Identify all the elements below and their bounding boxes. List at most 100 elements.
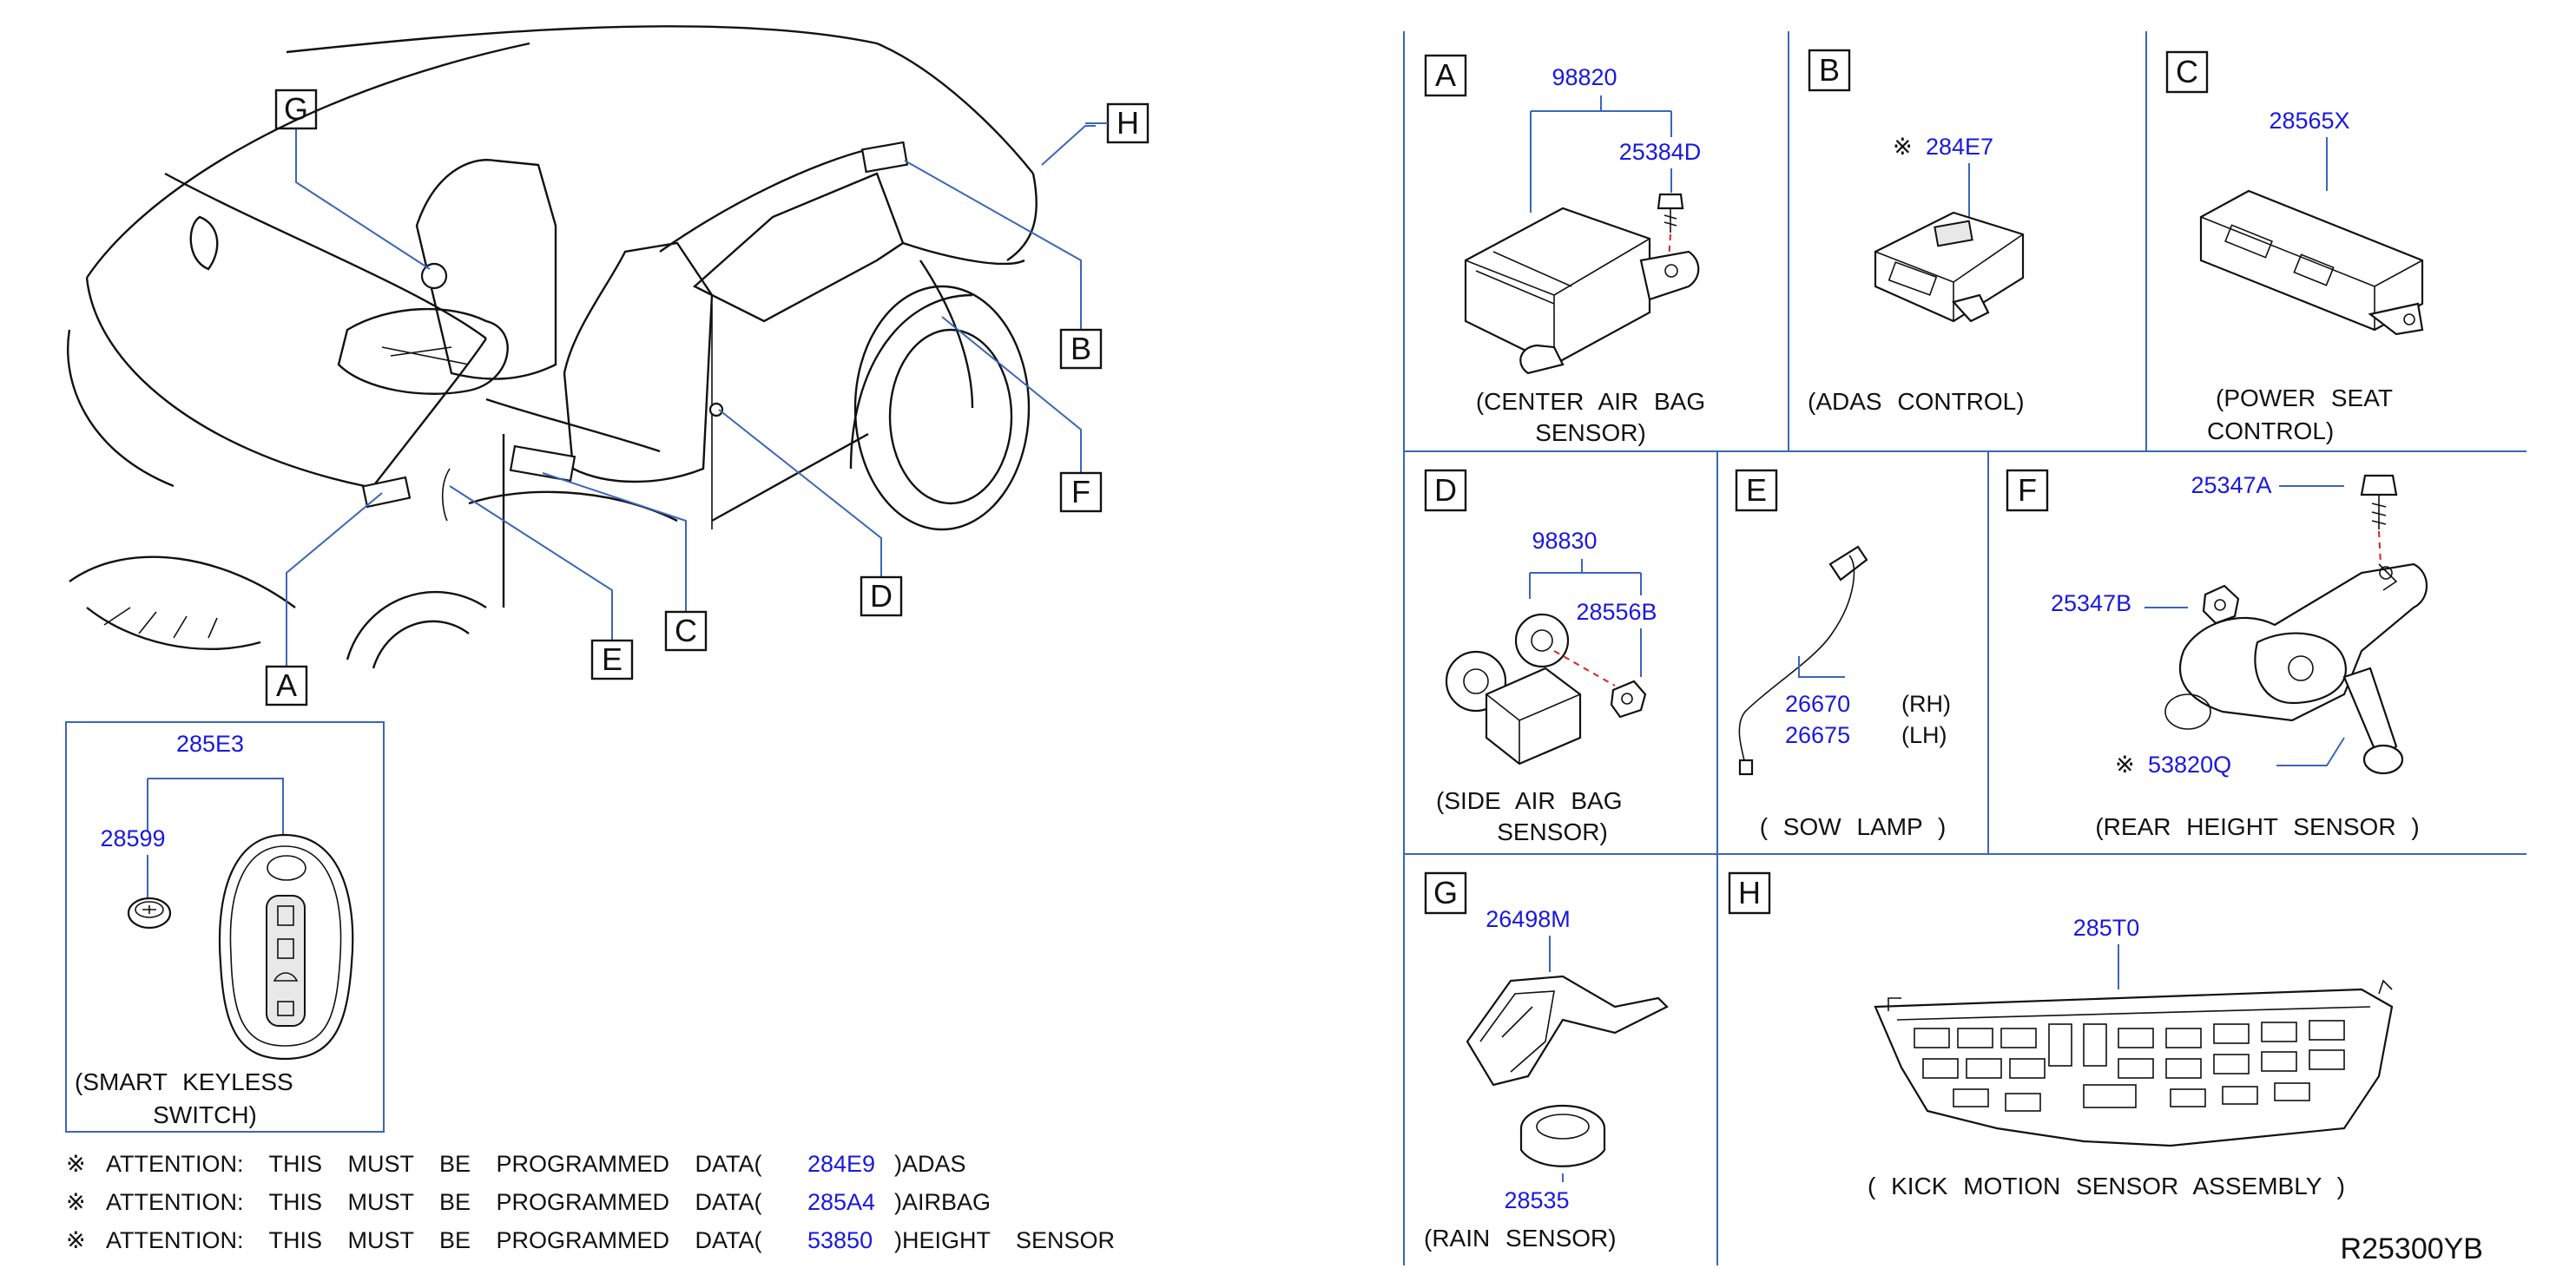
overview-callout-f: F (1059, 471, 1103, 513)
overview-leaders (286, 125, 1096, 667)
panel-g: G 26498M 28535 (RAIN SENSOR) (1424, 871, 1669, 1252)
attention-row: ※ ATTENTION: THIS MUST BE PROGRAMMED DAT… (66, 1227, 1115, 1253)
part-number-25384d: 25384D (1619, 139, 1702, 165)
panel-a-caption-line2: SENSOR) (1535, 419, 1646, 446)
attention-notes: ※ ATTENTION: THIS MUST BE PROGRAMMED DAT… (66, 1151, 1115, 1253)
part-number-25347b: 25347B (2051, 590, 2131, 616)
part-number-28535: 28535 (1504, 1187, 1569, 1213)
part-number-28556b: 28556B (1576, 599, 1657, 625)
panel-h: H 285T0 (1728, 871, 2394, 1199)
panel-letter: C (2176, 54, 2198, 89)
overview-callout-h: H (1085, 102, 1150, 144)
attention-text: ATTENTION: THIS MUST BE PROGRAMMED DATA( (106, 1151, 762, 1177)
panel-f-caption: (REAR HEIGHT SENSOR ) (2095, 813, 2419, 840)
reference-mark: ※ (66, 1227, 86, 1253)
overview-callout-e: E (590, 639, 634, 680)
panel-d: D 98830 28556B (SIDE AIR BAG SENSOR) (1424, 469, 1657, 845)
center-airbag-sensor-icon (1464, 207, 1700, 375)
panel-c-caption-line2: CONTROL) (2207, 417, 2334, 444)
panel-letter: E (1746, 472, 1767, 508)
attention-suffix: )AIRBAG (894, 1189, 991, 1215)
callout-letter: F (1071, 474, 1090, 509)
callout-letter: B (1071, 331, 1091, 366)
panel-d-caption-line2: SENSOR) (1497, 818, 1608, 845)
callout-letter: H (1117, 105, 1139, 141)
overview-callout-c: C (664, 610, 708, 652)
vehicle-overview (66, 25, 1038, 669)
callout-letter: C (675, 613, 697, 648)
panel-g-caption: (RAIN SENSOR) (1424, 1225, 1617, 1252)
smart-keyless-caption-line2: SWITCH) (153, 1101, 257, 1128)
programmed-data-code: 285A4 (807, 1189, 875, 1215)
height-sensor-nut-icon (2202, 584, 2240, 625)
part-number-28565x: 28565X (2269, 108, 2349, 134)
panel-d-caption-line1: (SIDE AIR BAG (1436, 787, 1623, 814)
part-number-53820q: 53820Q (2148, 752, 2231, 778)
panel-e-caption: ( SOW LAMP ) (1760, 813, 1947, 840)
rear-height-sensor-icon (2164, 562, 2428, 775)
overview-callout-g: G (274, 89, 318, 130)
panel-letter: F (2018, 472, 2037, 508)
part-number-98830: 98830 (1532, 528, 1597, 554)
reference-mark: ※ (66, 1151, 86, 1177)
callout-letter: D (870, 578, 893, 614)
power-seat-control-module-icon (2199, 189, 2424, 336)
part-number-26675: 26675 (1785, 722, 1850, 748)
callout-letter: A (276, 667, 297, 703)
part-number-26670: 26670 (1785, 691, 1850, 717)
panel-letter: H (1738, 875, 1761, 910)
attention-row: ※ ATTENTION: THIS MUST BE PROGRAMMED DAT… (66, 1151, 966, 1177)
suffix-rh: (RH) (1901, 691, 1951, 717)
panel-a-caption-line1: (CENTER AIR BAG (1476, 388, 1705, 415)
attention-text: ATTENTION: THIS MUST BE PROGRAMMED DATA( (106, 1189, 762, 1215)
adas-control-module-icon (1874, 211, 2025, 323)
panel-letter: D (1434, 472, 1457, 508)
part-number-285t0: 285T0 (2073, 915, 2140, 941)
kick-motion-sensor-assembly-icon (1874, 979, 2394, 1147)
part-number-284e7: 284E7 (1926, 134, 1993, 160)
smart-keyless-panel: 285E3 28599 (SMART KEYLESS SWITCH) (65, 721, 385, 1133)
callout-letter: E (602, 641, 623, 677)
panel-letter: G (1433, 875, 1458, 910)
reference-mark: ※ (66, 1189, 86, 1215)
panel-h-caption: ( KICK MOTION SENSOR ASSEMBLY ) (1868, 1173, 2345, 1199)
panel-f: F 25347A 25347B ※ 53820Q (REAR HEIGHT SE… (2006, 469, 2428, 840)
part-number-98820: 98820 (1552, 64, 1617, 90)
overview-callout-a: A (265, 665, 308, 706)
callout-letter: G (284, 91, 308, 127)
panel-letter: B (1819, 52, 1840, 88)
panel-letter: A (1435, 57, 1456, 93)
attention-suffix: )ADAS (894, 1151, 966, 1177)
part-number-285e3: 285E3 (176, 731, 244, 757)
panel-b: B ※ 284E7 (ADAS CONTROL) (1808, 49, 2025, 415)
part-number-26498m: 26498M (1486, 906, 1571, 932)
reference-mark: ※ (1893, 134, 1913, 160)
height-sensor-bolt-icon (2360, 474, 2398, 529)
side-airbag-sensor-icon (1445, 613, 1582, 766)
panel-a: A 98820 25384D (CENTER AIR BAG SENSOR) (1424, 54, 1705, 446)
reference-mark: ※ (2115, 752, 2135, 778)
panel-e: E 26670 (RH) 26675 (LH) ( SOW LAMP ) (1735, 469, 1951, 840)
programmed-data-code: 53850 (807, 1227, 873, 1253)
nut-icon (1610, 680, 1647, 719)
attention-suffix: )HEIGHT SENSOR (894, 1227, 1115, 1253)
panel-c-caption-line1: (POWER SEAT (2216, 384, 2393, 411)
part-number-25347a: 25347A (2191, 472, 2271, 498)
key-fob-icon (218, 833, 354, 1061)
diagram-code: R25300YB (2341, 1232, 2483, 1265)
suffix-lh: (LH) (1901, 722, 1947, 748)
overview-callout-b: B (1059, 328, 1103, 370)
panel-c: C 28565X (POWER SEAT CONTROL) (2165, 50, 2424, 444)
smart-keyless-caption-line1: (SMART KEYLESS (75, 1068, 293, 1095)
panel-grid-lines (1403, 31, 2527, 1265)
rain-sensor-icon (1519, 1104, 1606, 1167)
part-number-28599: 28599 (100, 825, 165, 851)
bolt-icon (1657, 193, 1684, 233)
coin-battery-icon (127, 897, 172, 930)
overview-callout-d: D (860, 575, 903, 617)
attention-text: ATTENTION: THIS MUST BE PROGRAMMED DATA( (106, 1227, 762, 1253)
rain-sensor-bracket-icon (1466, 975, 1669, 1087)
attention-row: ※ ATTENTION: THIS MUST BE PROGRAMMED DAT… (66, 1189, 991, 1215)
panel-b-caption: (ADAS CONTROL) (1808, 388, 2025, 415)
